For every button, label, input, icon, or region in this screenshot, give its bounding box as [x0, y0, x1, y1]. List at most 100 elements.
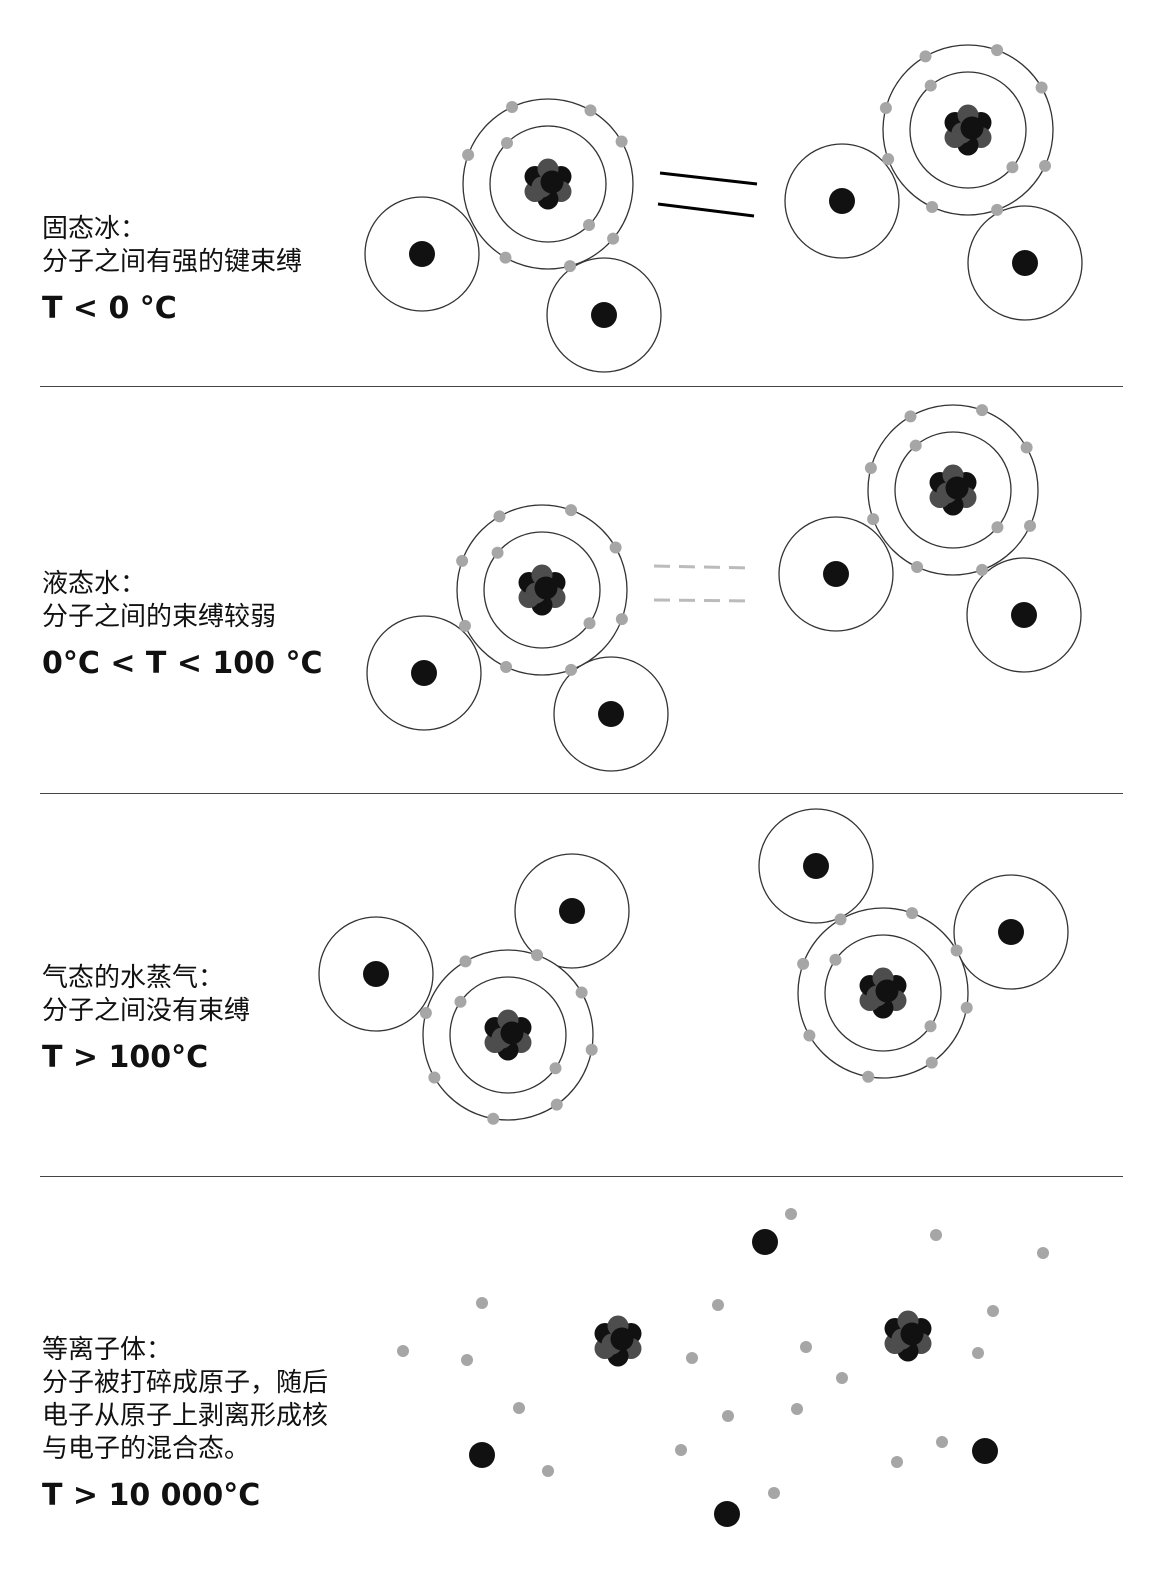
electron	[867, 513, 880, 526]
panel-description: 分子之间的束缚较弱	[42, 602, 277, 632]
electron	[615, 613, 628, 626]
nucleon	[960, 116, 984, 140]
weak-bond-dashed	[653, 598, 753, 603]
electron	[531, 949, 544, 962]
hydrogen-proton	[363, 961, 389, 987]
electron	[991, 203, 1004, 216]
electron	[499, 251, 512, 264]
electron	[462, 148, 475, 161]
oxygen-nucleus	[524, 158, 572, 210]
electron	[565, 663, 578, 676]
temperature-condition: T < 0 °C	[42, 291, 177, 326]
electron	[549, 1062, 562, 1075]
hydrogen-proton	[598, 701, 624, 727]
nucleon	[540, 170, 564, 194]
electron	[991, 44, 1004, 57]
hydrogen-atom	[546, 257, 662, 373]
nucleon	[534, 576, 558, 600]
electron	[563, 260, 576, 273]
panel-gas-label: 气态的水蒸气： 分子之间没有束缚 T > 100°C	[42, 962, 250, 1075]
electron	[565, 504, 578, 517]
panel-divider	[40, 386, 1123, 387]
electron	[675, 1444, 687, 1456]
inner-shell	[483, 531, 601, 649]
hydrogen-proton	[803, 853, 829, 879]
electron	[1006, 161, 1019, 174]
temperature-condition: T > 10 000°C	[42, 1478, 261, 1513]
electron	[926, 201, 939, 214]
hydrogen-proton	[823, 561, 849, 587]
electron	[936, 1436, 948, 1448]
nucleon	[875, 979, 899, 1003]
electron	[419, 1007, 432, 1020]
electron	[909, 439, 922, 452]
hydrogen-proton	[591, 302, 617, 328]
electron	[1020, 441, 1033, 454]
inner-shell	[894, 431, 1012, 549]
electron	[960, 1001, 973, 1014]
hydrogen-proton	[1011, 602, 1037, 628]
oxygen-nucleus	[484, 1009, 532, 1061]
hydrogen-proton	[559, 898, 585, 924]
electron	[836, 1372, 848, 1384]
hydrogen-proton	[411, 660, 437, 686]
electron	[583, 219, 596, 232]
panel-title: 气态的水蒸气：	[42, 963, 225, 993]
hydrogen-atom	[318, 916, 434, 1032]
electron	[722, 1410, 734, 1422]
free-proton	[469, 1442, 495, 1468]
electron	[585, 1043, 598, 1056]
electron	[615, 135, 628, 148]
temperature-condition: T > 100°C	[42, 1040, 209, 1075]
panel-divider	[40, 793, 1123, 794]
electron	[712, 1299, 724, 1311]
hydrogen-atom	[758, 808, 874, 924]
electron	[500, 136, 513, 149]
electron	[803, 1029, 816, 1042]
electron	[491, 546, 504, 559]
electron	[930, 1229, 942, 1241]
electron	[785, 1208, 797, 1220]
hydrogen-atom	[953, 874, 1069, 990]
electron	[686, 1352, 698, 1364]
electron	[584, 104, 597, 117]
inner-shell	[489, 125, 607, 243]
water-molecule	[784, 44, 1083, 321]
electron	[768, 1487, 780, 1499]
nucleon	[500, 1021, 524, 1045]
temperature-condition: 0°C < T < 100 °C	[42, 646, 323, 681]
electron	[609, 541, 622, 554]
electron	[864, 462, 877, 475]
electron	[456, 554, 469, 567]
oxygen-nucleus	[929, 464, 977, 516]
electron	[879, 102, 892, 115]
water-molecule	[318, 853, 630, 1125]
water-molecule	[366, 504, 669, 772]
panel-liquid-label: 液态水： 分子之间的束缚较弱 0°C < T < 100 °C	[42, 568, 323, 681]
hydrogen-proton	[829, 188, 855, 214]
hydrogen-atom	[778, 516, 894, 632]
hydrogen-proton	[409, 241, 435, 267]
electron	[476, 1297, 488, 1309]
electron	[1037, 1247, 1049, 1259]
oxygen-atom	[864, 404, 1039, 576]
panel-plasma-label: 等离子体： 分子被打碎成原子，随后 电子从原子上剥离形成核 与电子的混合态。 T…	[42, 1334, 328, 1513]
oxygen-atom	[797, 907, 973, 1083]
electron	[987, 1305, 999, 1317]
hydrogen-atom	[967, 205, 1083, 321]
oxygen-atom	[462, 98, 634, 273]
electron	[791, 1403, 803, 1415]
panel-title: 固态冰：	[42, 214, 147, 244]
electron	[1024, 519, 1037, 532]
free-proton	[972, 1438, 998, 1464]
panel-description: 电子从原子上剥离形成核	[42, 1401, 329, 1431]
hydrogen-bond-line	[657, 202, 755, 218]
panel-description: 分子之间有强的键束缚	[42, 247, 303, 277]
electron	[911, 561, 924, 574]
electron	[461, 1354, 473, 1366]
electron	[800, 1341, 812, 1353]
electron	[454, 995, 467, 1008]
panel-solid-label: 固态冰： 分子之间有强的键束缚 T < 0 °C	[42, 213, 302, 326]
electron	[428, 1071, 441, 1084]
